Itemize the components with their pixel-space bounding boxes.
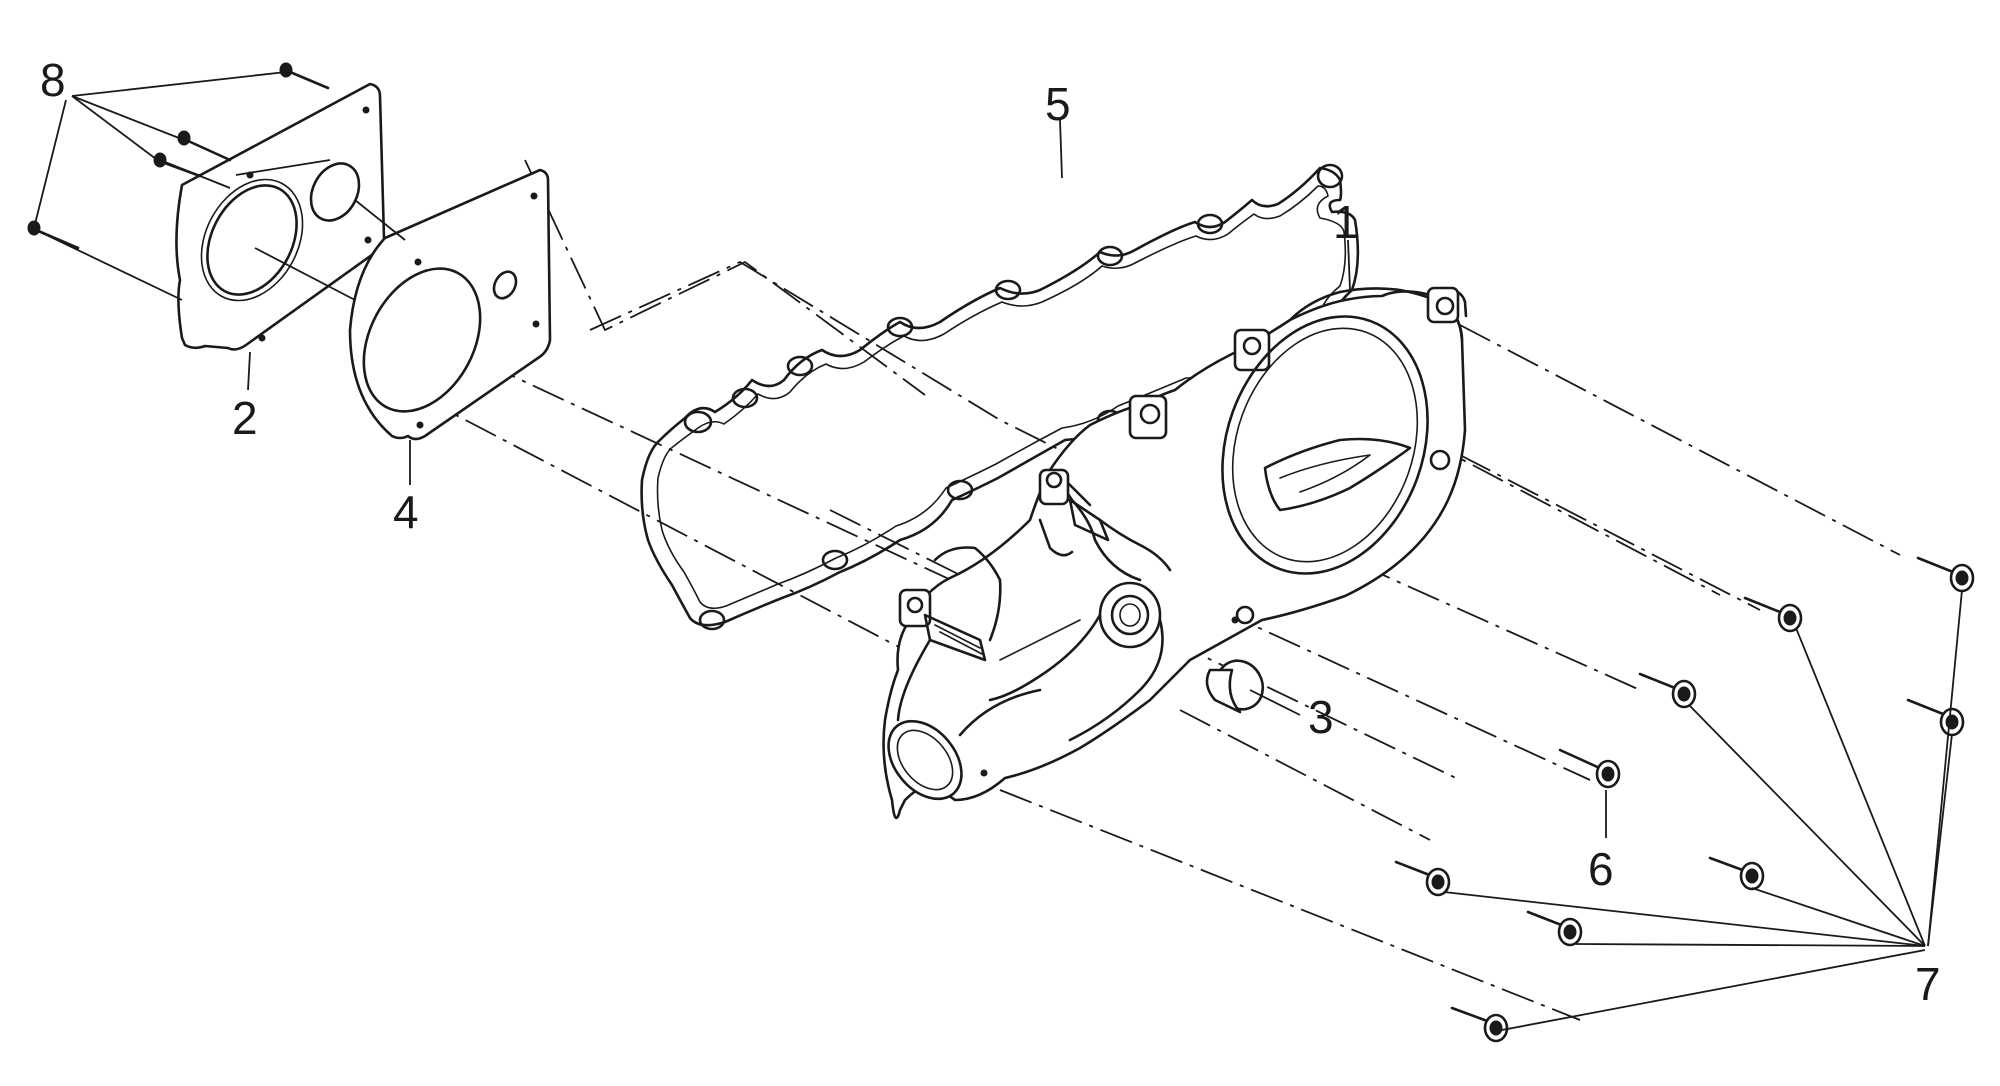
callout-1: 1 — [1333, 196, 1359, 248]
callout-labels: 1 2 3 4 5 6 7 8 — [40, 54, 1941, 1010]
bolt-7c — [1906, 698, 1965, 737]
bolt-7a — [1916, 556, 1975, 593]
assembly-centerlines — [369, 159, 1901, 1021]
leader-lines — [33, 71, 1963, 1031]
callout-5: 5 — [1045, 78, 1071, 130]
bolt-7e — [1708, 856, 1765, 891]
bolt-8a — [279, 62, 330, 90]
callout-3: 3 — [1308, 691, 1334, 743]
callout-4: 4 — [393, 486, 419, 538]
part-2-cover-plate — [175, 82, 386, 351]
bolt-7b — [1743, 596, 1803, 633]
part-3-plug — [1205, 659, 1265, 714]
bolt-8b — [177, 130, 232, 162]
callout-6: 6 — [1588, 843, 1614, 895]
callout-7: 7 — [1915, 958, 1941, 1010]
bolt-7d — [1638, 672, 1697, 709]
bolt-7g — [1526, 910, 1583, 947]
callout-8: 8 — [40, 54, 66, 106]
bolt-6 — [1558, 748, 1621, 789]
part-4-gasket-plate — [348, 168, 552, 441]
bolt-7h — [1450, 1006, 1509, 1043]
part-1-crankcase-cover — [882, 286, 1468, 820]
bolt-7f — [1394, 860, 1451, 897]
callout-2: 2 — [232, 392, 258, 444]
